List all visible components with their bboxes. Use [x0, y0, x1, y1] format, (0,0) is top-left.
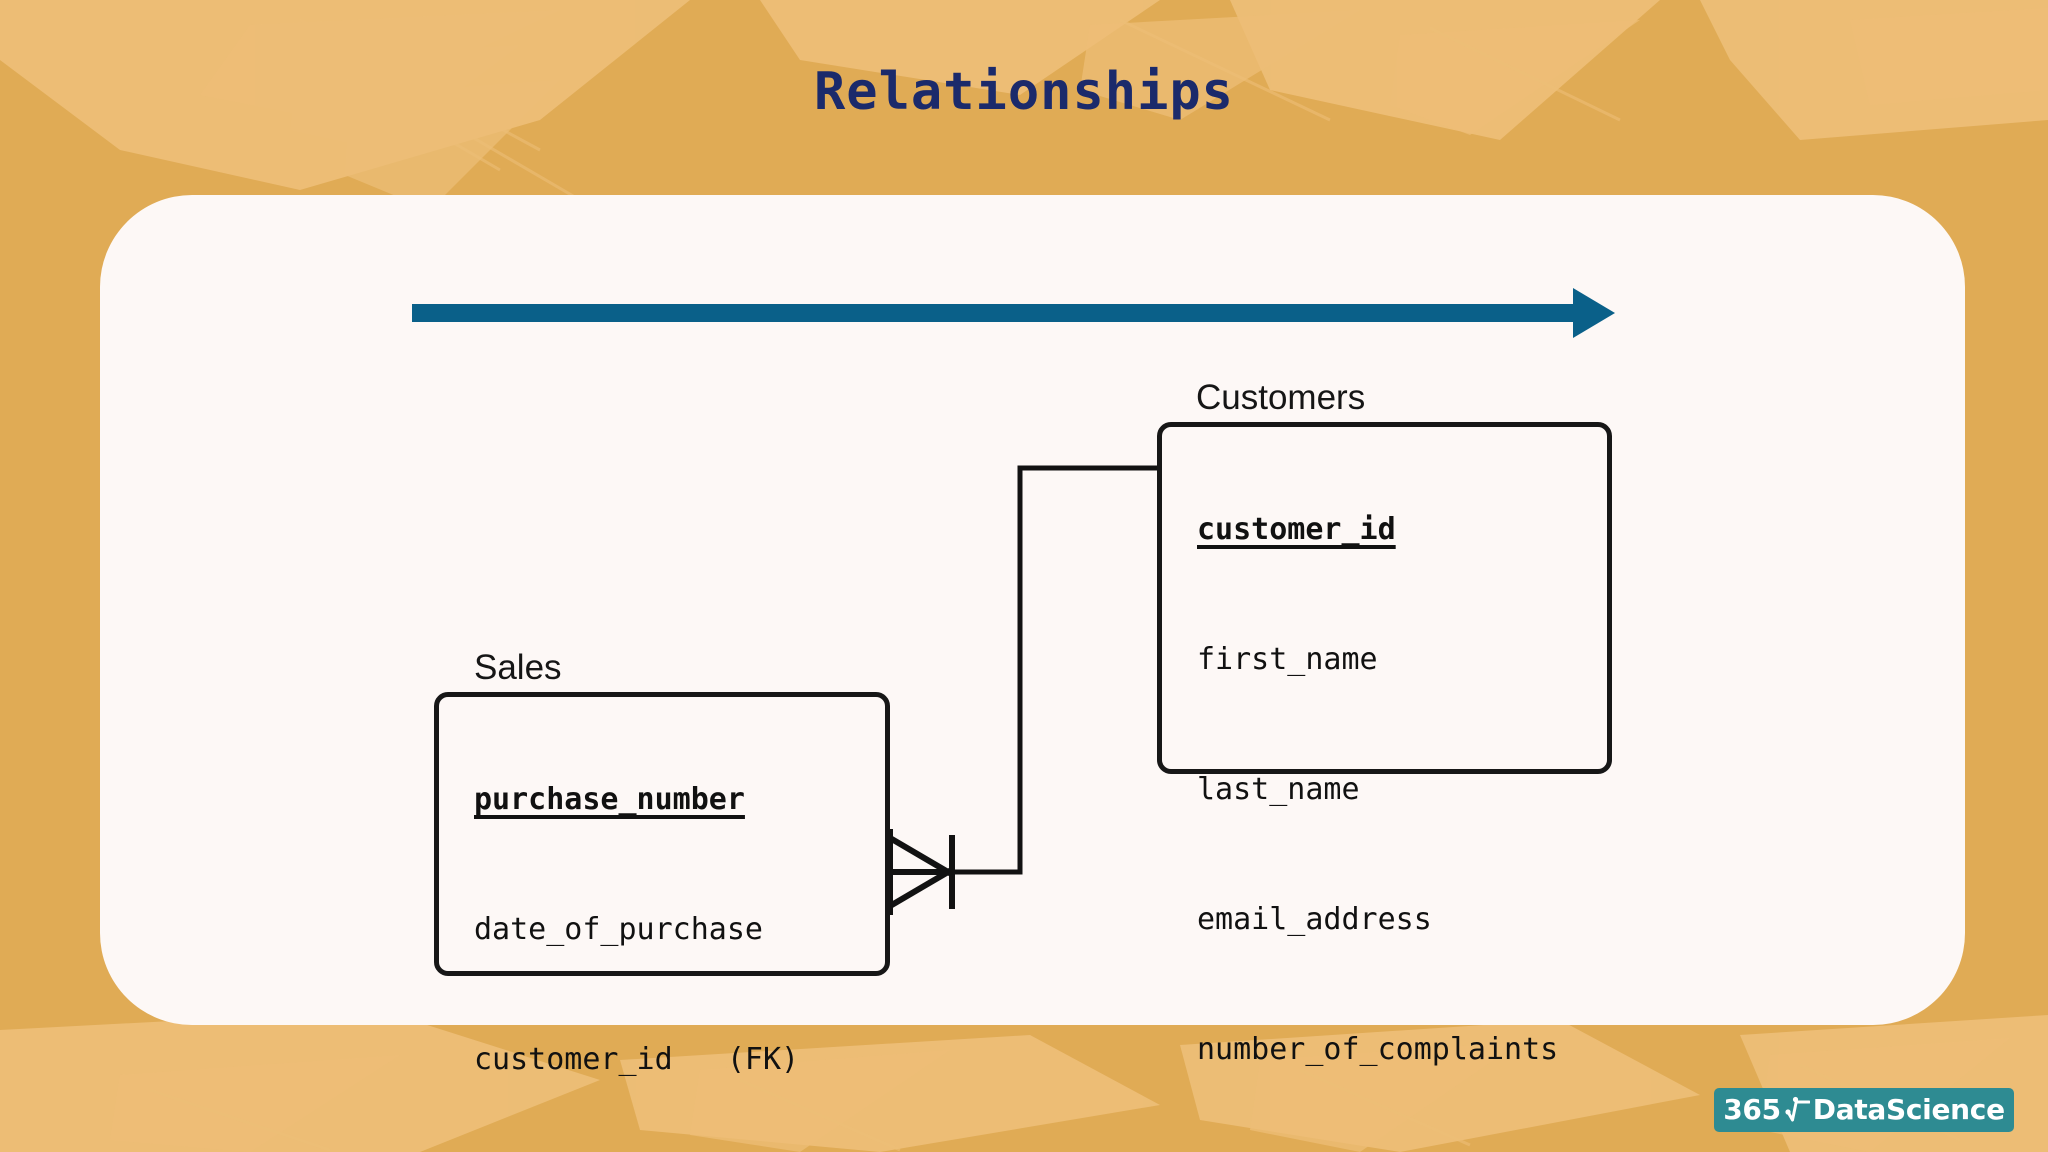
field-customer-id[interactable]: customer_id	[1197, 512, 1396, 547]
brand-logo[interactable]: 365 DataScience	[1714, 1088, 2014, 1132]
field-date-of-purchase[interactable]: date_of_purchase	[474, 912, 763, 947]
content-card	[100, 195, 1965, 1025]
entity-title-sales: Sales	[474, 648, 562, 687]
field-number-of-complaints[interactable]: number_of_complaints	[1197, 1032, 1559, 1067]
entity-title-customers: Customers	[1196, 378, 1366, 417]
sqrt-icon	[1784, 1095, 1811, 1125]
page-title: Relationships	[814, 62, 1234, 122]
entity-box-customers[interactable]	[1157, 422, 1612, 774]
entity-box-sales[interactable]	[434, 692, 890, 976]
field-purchase-number[interactable]: purchase_number	[474, 782, 745, 817]
field-email-address[interactable]: email_address	[1197, 902, 1432, 937]
field-first-name[interactable]: first_name	[1197, 642, 1378, 677]
brand-number: 365	[1723, 1093, 1781, 1126]
brand-word: DataScience	[1812, 1093, 2005, 1126]
field-last-name[interactable]: last_name	[1197, 772, 1360, 807]
entity-field-list-customers: customer_id first_name last_name email_a…	[1197, 430, 1558, 1150]
entity-field-list-sales: purchase_number date_of_purchase custome…	[474, 700, 799, 1152]
field-customer-id-fk[interactable]: customer_id (FK)	[474, 1042, 800, 1077]
